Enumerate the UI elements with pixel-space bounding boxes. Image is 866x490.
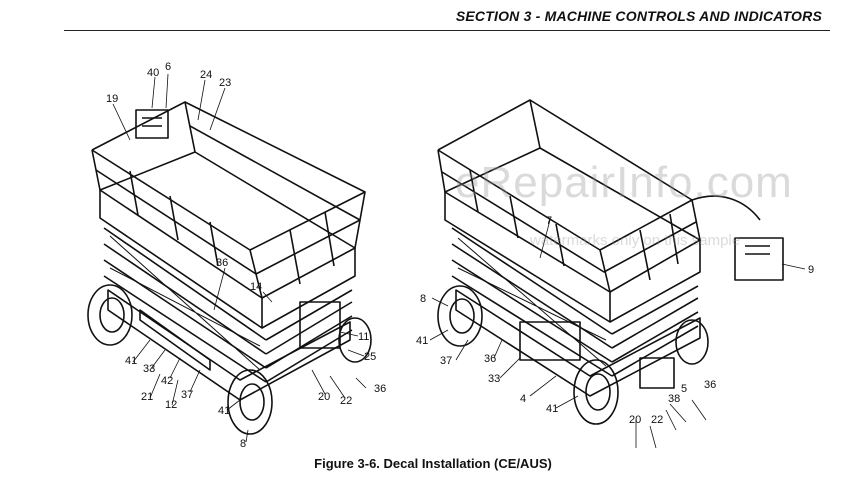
callout-12: 12 [165, 399, 177, 411]
section-title: SECTION 3 - MACHINE CONTROLS AND INDICAT… [455, 8, 822, 24]
callout-41b: 41 [218, 405, 230, 417]
callout-23: 23 [219, 77, 231, 89]
callout-33: 33 [143, 363, 155, 375]
callout-21: 21 [141, 391, 153, 403]
callout-25: 25 [364, 351, 376, 363]
callout-33r: 33 [488, 373, 500, 385]
callout-20: 20 [318, 391, 330, 403]
callout-20r: 20 [629, 414, 641, 426]
callout-37: 37 [181, 389, 193, 401]
callout-42: 42 [161, 375, 173, 387]
callout-4r: 4 [520, 393, 526, 405]
callout-36: 36 [216, 257, 228, 269]
callout-36b: 36 [374, 383, 386, 395]
callout-7: 7 [546, 215, 552, 227]
machine-illustrations: 40 6 24 23 19 36 14 11 25 36 41 33 42 37… [87, 61, 814, 450]
callout-14: 14 [250, 281, 262, 293]
decal-installation-figure: 40 6 24 23 19 36 14 11 25 36 41 33 42 37… [0, 40, 866, 450]
callout-8: 8 [240, 438, 246, 450]
callout-41r: 41 [416, 335, 428, 347]
callout-6: 6 [165, 61, 171, 73]
callout-36r: 36 [484, 353, 496, 365]
callout-22r: 22 [651, 414, 663, 426]
callout-38r: 38 [668, 393, 680, 405]
callout-5r: 5 [681, 383, 687, 395]
callout-19: 19 [106, 93, 118, 105]
callout-41: 41 [125, 355, 137, 367]
callout-41r2: 41 [546, 403, 558, 415]
callout-11: 11 [358, 331, 369, 343]
callout-37r: 37 [440, 355, 452, 367]
watermark: eRepairInfo.com [455, 158, 793, 207]
callout-36r2: 36 [704, 379, 716, 391]
watermark-sub: watermarks only on this sample [530, 232, 741, 249]
callout-9: 9 [808, 264, 814, 276]
callout-24: 24 [200, 69, 212, 81]
figure-caption: Figure 3-6. Decal Installation (CE/AUS) [314, 456, 552, 471]
callout-8r: 8 [420, 293, 426, 305]
header-rule [64, 30, 830, 31]
callout-22: 22 [340, 395, 352, 407]
callout-40: 40 [147, 67, 159, 79]
